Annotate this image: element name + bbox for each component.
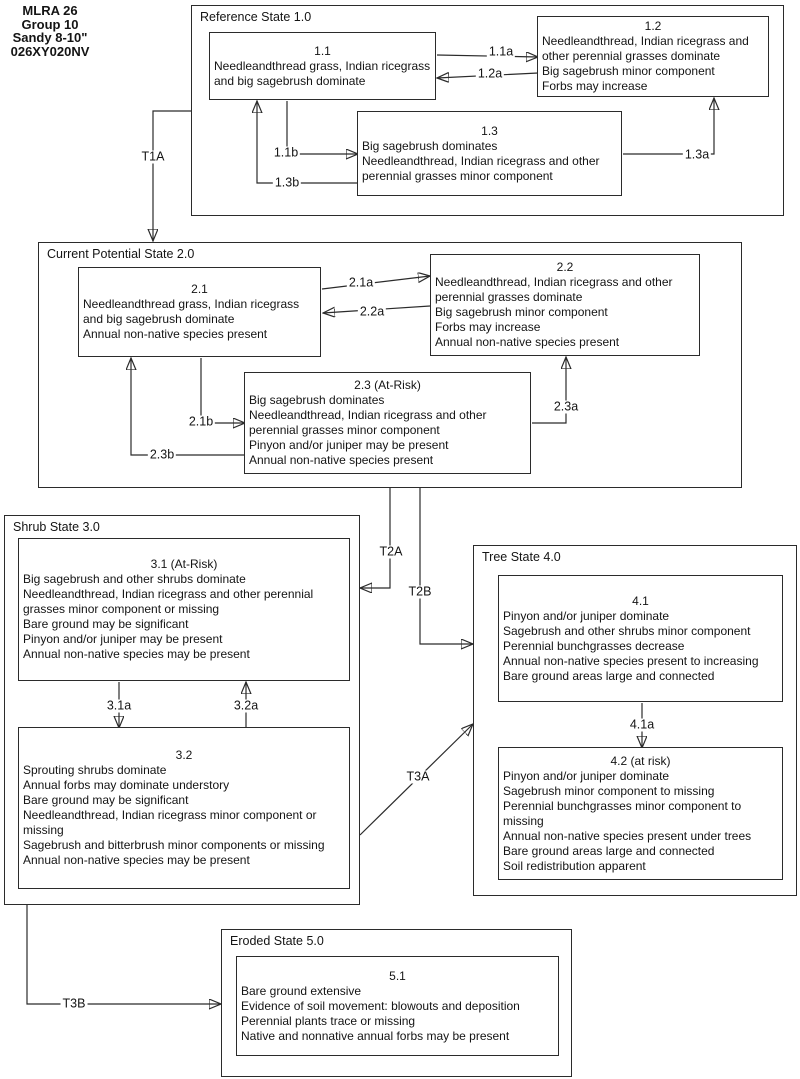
arrow-label-t3b: T3B bbox=[60, 996, 88, 1011]
community-title-1-3: 1.3 bbox=[481, 123, 498, 138]
community-box-3-1: 3.1 (At-Risk) Big sagebrush and other sh… bbox=[18, 538, 350, 681]
arrow-t2b bbox=[419, 488, 473, 644]
arrow-2-1a bbox=[321, 276, 430, 290]
community-text-4-2: Pinyon and/or juniper dominate Sagebrush… bbox=[503, 768, 752, 873]
arrow-2-3b bbox=[131, 358, 245, 456]
arrow-t2a bbox=[360, 488, 391, 588]
arrow-label-1-1a: 1.1a bbox=[486, 44, 516, 59]
community-title-1-1: 1.1 bbox=[314, 43, 331, 58]
community-title-2-2: 2.2 bbox=[556, 260, 574, 274]
arrow-label-t2a: T2A bbox=[377, 544, 405, 559]
arrow-label-2-3b: 2.3b bbox=[147, 447, 177, 462]
state-box-shrub-3-0: Shrub State 3.0 3.1 (At-Risk) Big sagebr… bbox=[4, 515, 360, 905]
arrow-label-4-1a: 4.1a bbox=[627, 717, 657, 732]
community-title-2-3: 2.3 (At-Risk) bbox=[354, 378, 421, 392]
state-box-eroded-5-0: Eroded State 5.0 5.1 Bare ground extensi… bbox=[221, 929, 572, 1077]
community-text-5-1: Bare ground extensive Evidence of soil m… bbox=[241, 983, 520, 1043]
arrow-2-3a bbox=[532, 357, 566, 424]
community-text-1-3: Big sagebrush dominates Needleandthread,… bbox=[362, 138, 600, 183]
community-box-1-3: 1.3 Big sagebrush dominates Needleandthr… bbox=[357, 111, 622, 196]
community-text-1-2: Needleandthread, Indian ricegrass and ot… bbox=[542, 34, 749, 93]
arrow-label-t2b: T2B bbox=[406, 584, 434, 599]
community-text-1-1: Needleandthread grass, Indian ricegrass … bbox=[214, 58, 431, 88]
community-box-2-1: 2.1 Needleandthread grass, Indian ricegr… bbox=[78, 267, 321, 357]
arrow-1-3b bbox=[257, 101, 358, 184]
arrow-label-3-1a: 3.1a bbox=[104, 698, 134, 713]
state-label-1-0: Reference State 1.0 bbox=[200, 10, 312, 24]
arrow-label-2-1b: 2.1b bbox=[186, 414, 216, 429]
community-text-2-2: Needleandthread, Indian ricegrass and ot… bbox=[435, 275, 673, 349]
state-label-2-0: Current Potential State 2.0 bbox=[47, 247, 195, 261]
community-box-1-2: 1.2 Needleandthread, Indian ricegrass an… bbox=[537, 16, 769, 97]
community-text-2-3: Big sagebrush dominates Needleandthread,… bbox=[249, 393, 487, 467]
community-text-3-2: Sprouting shrubs dominate Annual forbs m… bbox=[23, 763, 325, 867]
arrow-t1a bbox=[153, 110, 191, 241]
community-text-4-1: Pinyon and/or juniper dominate Sagebrush… bbox=[503, 608, 759, 683]
community-title-4-1: 4.1 bbox=[632, 593, 649, 608]
community-title-3-2: 3.2 bbox=[175, 748, 193, 762]
arrow-label-2-3a: 2.3a bbox=[551, 399, 581, 414]
community-text-3-1: Big sagebrush and other shrubs dominate … bbox=[23, 572, 314, 661]
community-title-1-2: 1.2 bbox=[644, 19, 662, 33]
arrow-t3b bbox=[26, 905, 221, 1004]
community-title-4-2: 4.2 (at risk) bbox=[610, 753, 671, 768]
community-box-2-3: 2.3 (At-Risk) Big sagebrush dominates Ne… bbox=[244, 372, 531, 474]
community-box-3-2: 3.2 Sprouting shrubs dominate Annual for… bbox=[18, 727, 350, 889]
state-box-tree-4-0: Tree State 4.0 4.1 Pinyon and/or juniper… bbox=[473, 545, 797, 896]
state-box-reference-1-0: Reference State 1.0 1.1 Needleandthread … bbox=[191, 5, 784, 216]
arrow-label-3-2a: 3.2a bbox=[231, 698, 261, 713]
community-box-1-1: 1.1 Needleandthread grass, Indian ricegr… bbox=[209, 32, 436, 100]
community-box-2-2: 2.2 Needleandthread, Indian ricegrass an… bbox=[430, 254, 700, 356]
arrow-label-1-3b: 1.3b bbox=[272, 175, 302, 190]
arrow-label-1-3a: 1.3a bbox=[682, 147, 712, 162]
arrow-label-t1a: T1A bbox=[139, 149, 167, 164]
community-box-5-1: 5.1 Bare ground extensive Evidence of so… bbox=[236, 956, 559, 1056]
state-label-4-0: Tree State 4.0 bbox=[482, 550, 561, 564]
community-title-2-1: 2.1 bbox=[191, 282, 208, 296]
state-label-5-0: Eroded State 5.0 bbox=[230, 934, 324, 948]
arrow-label-2-1a: 2.1a bbox=[346, 275, 376, 290]
arrow-label-1-1b: 1.1b bbox=[271, 145, 301, 160]
community-title-5-1: 5.1 bbox=[389, 968, 406, 983]
arrow-1-3a bbox=[623, 98, 714, 155]
arrow-label-1-2a: 1.2a bbox=[475, 66, 505, 81]
community-box-4-2: 4.2 (at risk) Pinyon and/or juniper domi… bbox=[498, 747, 783, 880]
community-title-3-1: 3.1 (At-Risk) bbox=[150, 557, 218, 571]
site-id-header: MLRA 26 Group 10 Sandy 8-10" 026XY020NV bbox=[10, 3, 90, 59]
state-label-3-0: Shrub State 3.0 bbox=[13, 520, 100, 534]
arrow-label-t3a: T3A bbox=[404, 769, 432, 784]
community-text-2-1: Needleandthread grass, Indian ricegrass … bbox=[83, 297, 300, 341]
arrow-label-2-2a: 2.2a bbox=[357, 304, 387, 319]
state-box-current-potential-2-0: Current Potential State 2.0 2.1 Needlean… bbox=[38, 242, 742, 488]
community-box-4-1: 4.1 Pinyon and/or juniper dominate Sageb… bbox=[498, 575, 783, 702]
